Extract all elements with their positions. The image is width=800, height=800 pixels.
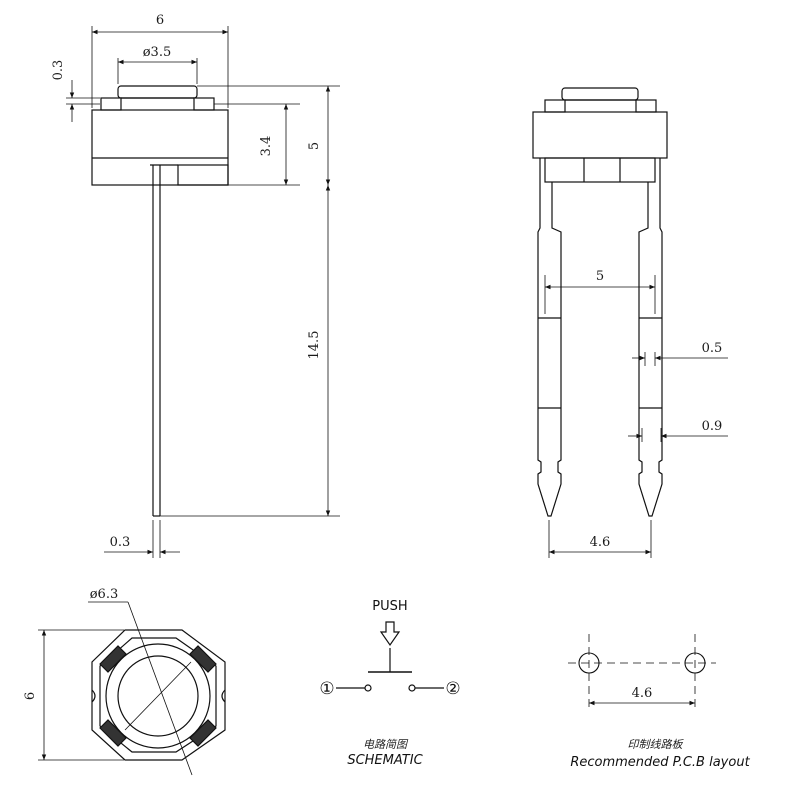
side-view <box>91 85 229 517</box>
schematic <box>336 621 444 692</box>
dim-tip-spacing: 4.6 <box>590 535 611 550</box>
front-body <box>532 111 668 159</box>
top-terminal-tr <box>189 645 217 673</box>
top-terminal-bl <box>99 719 127 747</box>
front-lead-left <box>537 158 562 517</box>
top-outline <box>91 629 226 761</box>
dim-lead-thickness: 0.3 <box>110 535 131 550</box>
schematic-caption-cn: 电路简图 <box>363 738 409 751</box>
pcb-caption-en: Recommended P.C.B layout <box>570 755 750 770</box>
dim-outer-diameter: ø6.3 <box>90 587 119 602</box>
push-label: PUSH <box>372 599 407 614</box>
side-dimensions <box>66 26 340 558</box>
front-dimensions <box>544 275 728 558</box>
pcb-layout <box>568 634 716 712</box>
side-shoulder-right <box>193 97 215 111</box>
schematic-caption-en: SCHEMATIC <box>347 753 423 768</box>
pcb-caption-cn: 印制线路板 <box>628 738 685 751</box>
dim-total-height: 5 <box>307 142 322 150</box>
side-actuator <box>117 85 198 99</box>
top-view <box>91 629 226 761</box>
side-shoulder-left <box>100 97 122 111</box>
front-lead-right <box>638 158 663 517</box>
top-dimensions <box>38 601 193 776</box>
top-button-circle <box>117 655 199 737</box>
dim-body-height: 3.4 <box>259 136 274 157</box>
dim-actuator-height: 0.3 <box>51 60 66 81</box>
dim-lead-width-thin: 0.5 <box>702 341 723 356</box>
terminal-1-label: ① <box>319 679 334 699</box>
push-arrow-icon <box>379 621 401 647</box>
terminal-2-label: ② <box>445 679 460 699</box>
dim-button-diameter: ø3.5 <box>143 45 172 60</box>
top-outer-circle <box>105 643 211 749</box>
dim-lead-width-wide: 0.9 <box>702 419 723 434</box>
front-view <box>532 87 668 517</box>
top-terminal-tl <box>99 645 127 673</box>
top-terminal-br <box>189 719 217 747</box>
dim-lead-length: 14.5 <box>307 331 322 360</box>
dim-lead-spacing: 5 <box>596 269 604 284</box>
dim-width: 6 <box>156 13 164 28</box>
front-actuator <box>561 87 639 101</box>
dim-body-size: 6 <box>23 692 38 700</box>
dim-hole-spacing: 4.6 <box>632 686 653 701</box>
